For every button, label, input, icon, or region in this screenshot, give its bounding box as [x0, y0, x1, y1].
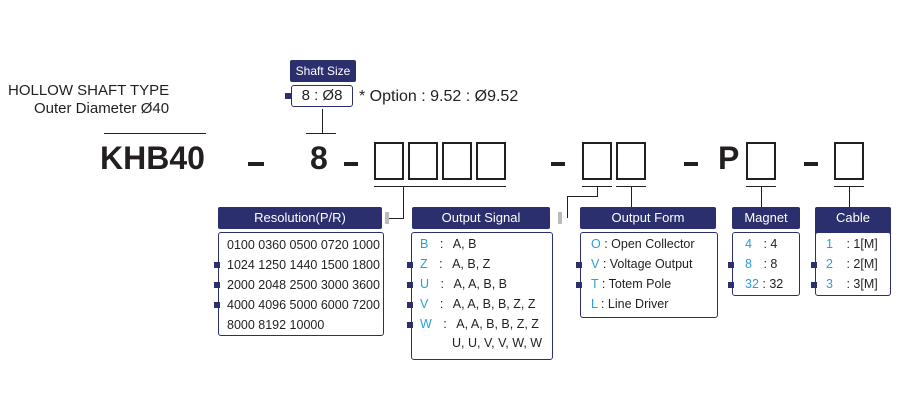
magnet-panel: 4 : 4 8 : 8 32 : 32 — [732, 232, 800, 296]
signal-code: Z — [420, 257, 428, 271]
signal-item: B : A, B — [420, 237, 477, 251]
signal-connector-v2 — [567, 196, 568, 218]
outer-diameter-label: Outer Diameter Ø40 — [34, 100, 170, 117]
type-label: HOLLOW SHAFT TYPE — [8, 82, 170, 99]
magnet-item: 8 : 8 — [745, 257, 778, 271]
signal-bullet — [407, 262, 413, 268]
magnet-item: 4 : 4 — [745, 237, 778, 251]
form-bullet — [576, 282, 582, 288]
form-code: L — [591, 297, 598, 311]
magnet-item: 32 : 32 — [745, 277, 784, 291]
resolution-header: Resolution(P/R) — [218, 207, 382, 229]
resolution-row: 1024 1250 1440 1500 1800 — [227, 258, 380, 272]
shaft-option-text: * Option : 9.52 : Ø9.52 — [359, 88, 519, 105]
dash-2 — [344, 162, 358, 166]
output-signal-panel: B : A, B Z : A, B, Z U : A, A, B, B V : … — [411, 232, 553, 360]
magnet-bullet — [728, 282, 734, 288]
form-connector-v — [631, 186, 632, 208]
form-bullet — [576, 262, 582, 268]
magnet-box — [746, 142, 776, 180]
resolution-connector-v — [403, 186, 404, 218]
resolution-bracket — [374, 186, 506, 187]
magnet-code: 4 — [745, 237, 752, 251]
signal-connector-h — [567, 196, 598, 197]
resolution-bullet — [214, 262, 220, 268]
form-item: V : Voltage Output — [591, 257, 693, 271]
magnet-bullet — [728, 262, 734, 268]
output-form-panel: O : Open Collector V : Voltage Output T … — [580, 232, 718, 318]
signal-connector-tick — [558, 212, 562, 224]
resolution-row: 2000 2048 2500 3000 3600 — [227, 278, 380, 292]
shaft-connector-v — [322, 109, 323, 133]
signal-item: U : A, A, B, B — [420, 277, 507, 291]
signal-code: B — [420, 237, 429, 251]
dash-4 — [684, 162, 698, 166]
model-p-letter: P — [718, 140, 740, 176]
prefix-underline — [104, 133, 206, 134]
cable-connector-v — [849, 186, 850, 208]
signal-extra-line: U, U, V, V, W, W — [452, 336, 543, 350]
signal-code: V — [420, 297, 429, 311]
cable-item: 1 : 1[M] — [826, 237, 878, 251]
shaft-bullet — [285, 93, 291, 99]
signal-item: V : A, A, B, B, Z, Z — [420, 297, 536, 311]
model-shaft-digit: 8 — [310, 140, 328, 176]
resolution-box-3 — [442, 142, 472, 180]
resolution-box-2 — [408, 142, 438, 180]
dash-1 — [248, 162, 264, 166]
cable-code: 3 — [826, 277, 833, 291]
output-form-box — [616, 142, 646, 180]
signal-connector-v1 — [597, 186, 598, 196]
form-code: T — [591, 277, 599, 291]
cable-length-panel: 1 : 1[M] 2 : 2[M] 3 : 3[M] — [815, 232, 891, 296]
model-prefix: KHB40 — [100, 140, 205, 176]
resolution-bullet — [214, 302, 220, 308]
form-item: T : Totem Pole — [591, 277, 672, 291]
form-code: V — [591, 257, 600, 271]
resolution-row: 0100 0360 0500 0720 1000 — [227, 238, 380, 252]
form-item: L : Line Driver — [591, 297, 669, 311]
resolution-box-4 — [476, 142, 506, 180]
magnet-code: 32 — [745, 277, 759, 291]
output-form-header: Output Form — [580, 207, 716, 229]
dash-5 — [804, 162, 818, 166]
cable-code: 2 — [826, 257, 833, 271]
magnet-code: 8 — [745, 257, 752, 271]
form-code: O — [591, 237, 601, 251]
cable-length-box — [834, 142, 864, 180]
signal-bullet — [407, 302, 413, 308]
signal-code: W — [420, 317, 432, 331]
resolution-row: 8000 8192 10000 — [227, 318, 325, 332]
form-item: O : Open Collector — [591, 237, 695, 251]
shaft-size-header: Shaft Size — [290, 60, 356, 82]
resolution-connector-tick — [385, 212, 389, 224]
cable-bullet — [811, 262, 817, 268]
output-signal-header: Output Signal — [412, 207, 550, 229]
resolution-box-1 — [374, 142, 404, 180]
signal-bullet — [407, 282, 413, 288]
output-signal-box — [582, 142, 612, 180]
signal-item: Z : A, B, Z — [420, 257, 491, 271]
resolution-panel: 0100 0360 0500 0720 1000 1024 1250 1440 … — [218, 232, 384, 336]
cable-code: 1 — [826, 237, 833, 251]
shaft-size-code: 8 : Ø8 — [291, 85, 353, 107]
cable-item: 2 : 2[M] — [826, 257, 878, 271]
cable-bullet — [811, 282, 817, 288]
signal-code: U — [420, 277, 430, 291]
dash-3 — [551, 162, 565, 166]
resolution-connector-h — [389, 218, 404, 219]
resolution-row: 4000 4096 5000 6000 7200 — [227, 298, 380, 312]
cable-item: 3 : 3[M] — [826, 277, 878, 291]
magnet-connector-v — [761, 186, 762, 208]
resolution-bullet — [214, 282, 220, 288]
shaft-connector-h — [306, 133, 336, 134]
signal-item: W : A, A, B, B, Z, Z — [420, 317, 539, 331]
magnet-header: Magnet — [732, 207, 800, 229]
signal-bullet — [407, 322, 413, 328]
